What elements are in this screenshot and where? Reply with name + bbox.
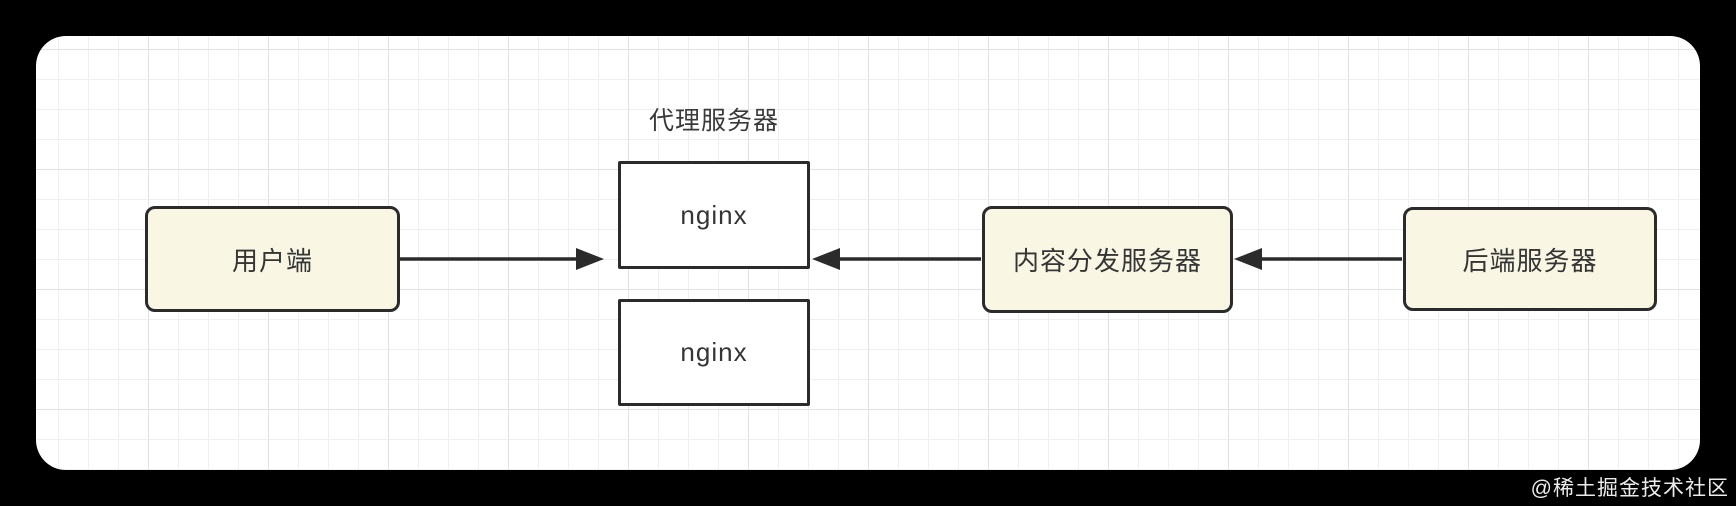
watermark: @稀土掘金技术社区 bbox=[1530, 477, 1729, 500]
node-backend-server: 后端服务器 bbox=[1403, 207, 1657, 311]
node-proxy-nginx-1-label: nginx bbox=[680, 199, 748, 230]
node-client: 用户端 bbox=[145, 206, 400, 312]
node-proxy-nginx-1: nginx bbox=[618, 161, 810, 269]
node-proxy-nginx-2-label: nginx bbox=[680, 337, 748, 367]
node-proxy-nginx-2: nginx bbox=[618, 299, 810, 406]
proxy-group-label: 代理服务器 bbox=[648, 107, 779, 135]
node-client-label: 用户端 bbox=[231, 245, 313, 276]
node-cdn-server-label: 内容分发服务器 bbox=[1012, 246, 1202, 276]
node-cdn-server: 内容分发服务器 bbox=[982, 206, 1233, 313]
node-backend-server-label: 后端服务器 bbox=[1462, 245, 1598, 276]
